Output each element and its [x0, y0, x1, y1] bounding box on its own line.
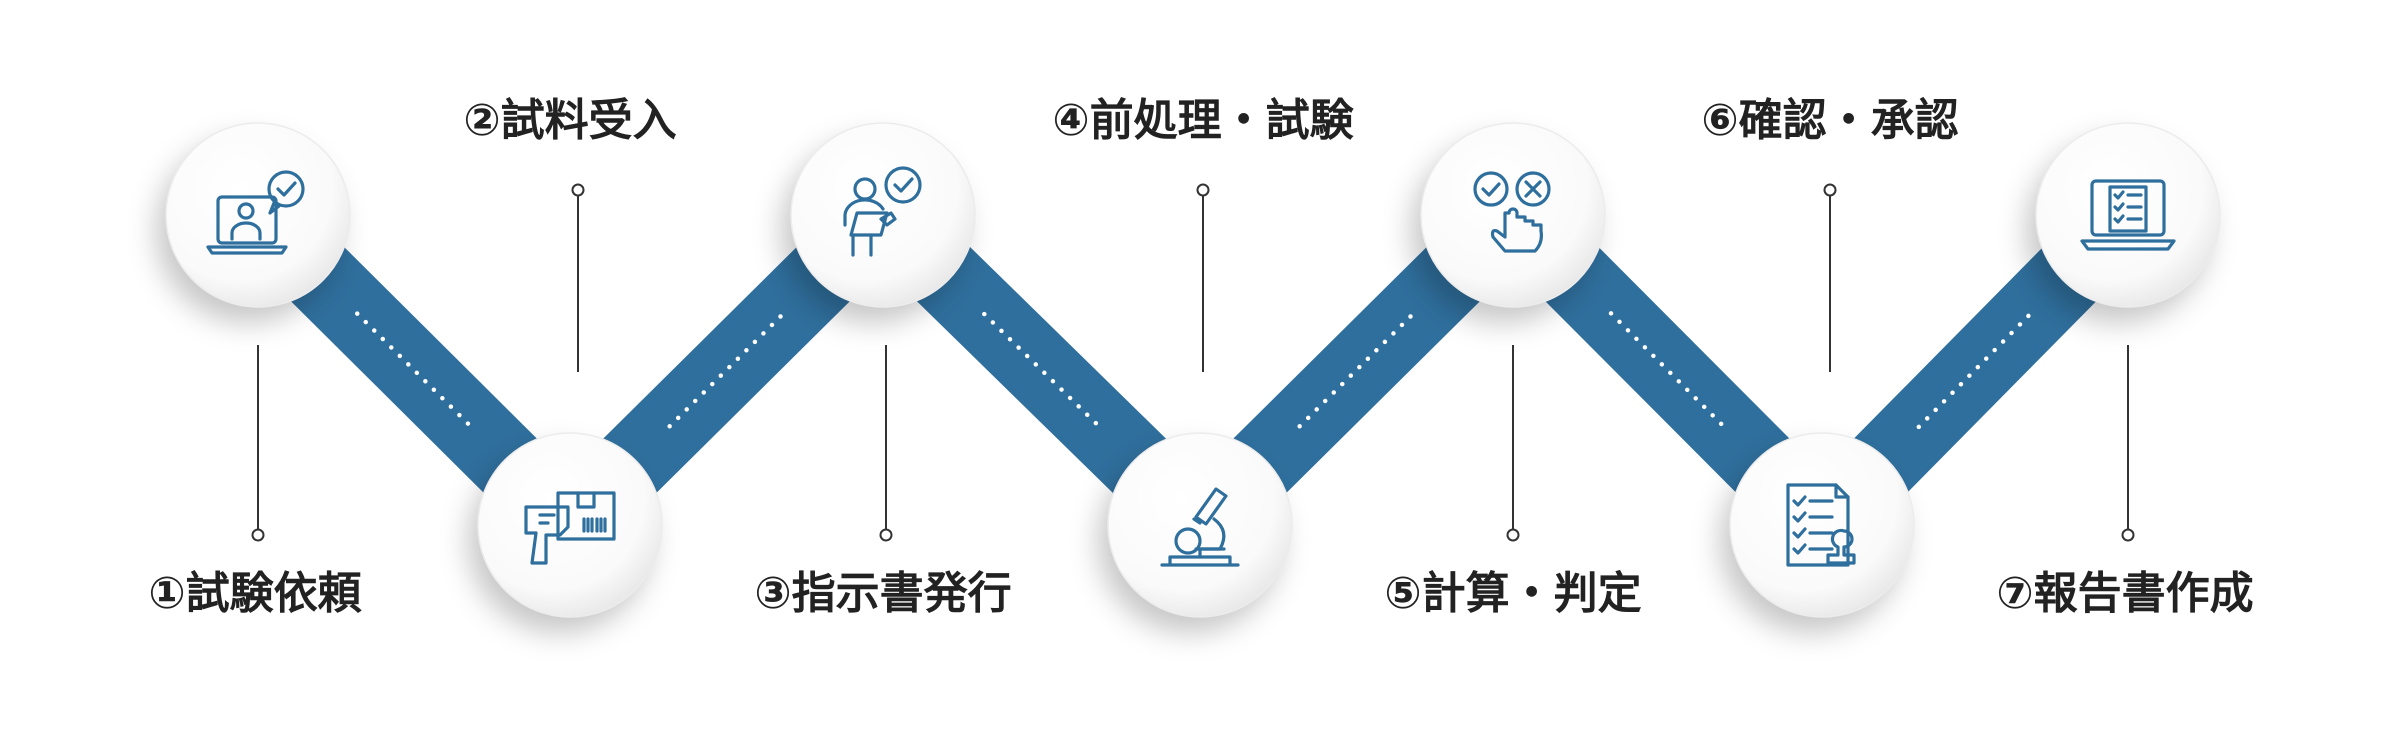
leader-end-dot: [879, 528, 893, 542]
step-label-5: ⑤計算・判定: [1384, 568, 1641, 619]
step-node-2: [477, 432, 663, 618]
connector-dots: [667, 311, 786, 429]
step-circle: [1421, 123, 1605, 307]
step-label-4: ④前処理・試験: [1052, 95, 1354, 146]
person-clipboard-check-icon: [843, 166, 922, 257]
step-circle: [478, 433, 662, 617]
leader-end-dot: [571, 183, 585, 197]
check-cross-hand-icon: [1473, 171, 1551, 253]
step-circle: [1730, 433, 1914, 617]
step-circle: [2036, 123, 2220, 307]
connector-dots: [982, 311, 1101, 429]
leader-end-dot: [1506, 528, 1520, 542]
step-circle: [1108, 433, 1292, 617]
leader-end-dot: [1823, 183, 1837, 197]
step-node-3: [790, 122, 976, 308]
step-label-3: ③指示書発行: [754, 568, 1011, 619]
connector-dots: [354, 311, 474, 429]
step-circle: [166, 123, 350, 307]
leader-end-dot: [1196, 183, 1210, 197]
step-label-1: ①試験依頼: [148, 568, 362, 619]
step-label-7: ⑦報告書作成: [1996, 568, 2253, 619]
step-label-6: ⑥確認・承認: [1701, 95, 1958, 146]
connector-dots: [1297, 311, 1416, 429]
microscope-icon: [1160, 487, 1240, 567]
leader-lines: [251, 183, 2135, 542]
step-node-7: [2035, 122, 2221, 308]
laptop-checklist-icon: [2080, 179, 2176, 251]
connector-dots: [1916, 310, 2034, 430]
step-circle: [791, 123, 975, 307]
step-node-1: [165, 122, 351, 308]
connector-dots: [1608, 311, 1727, 429]
laptop-user-check-icon: [206, 170, 305, 255]
leader-end-dot: [2121, 528, 2135, 542]
document-checklist-stamp-icon: [1786, 483, 1856, 567]
step-node-6: [1729, 432, 1915, 618]
step-label-2: ②試料受入: [463, 95, 676, 146]
step-nodes: [165, 122, 2221, 618]
barcode-scanner-box-icon: [524, 491, 616, 565]
leader-end-dot: [251, 528, 265, 542]
step-node-4: [1107, 432, 1293, 618]
step-node-5: [1420, 122, 1606, 308]
